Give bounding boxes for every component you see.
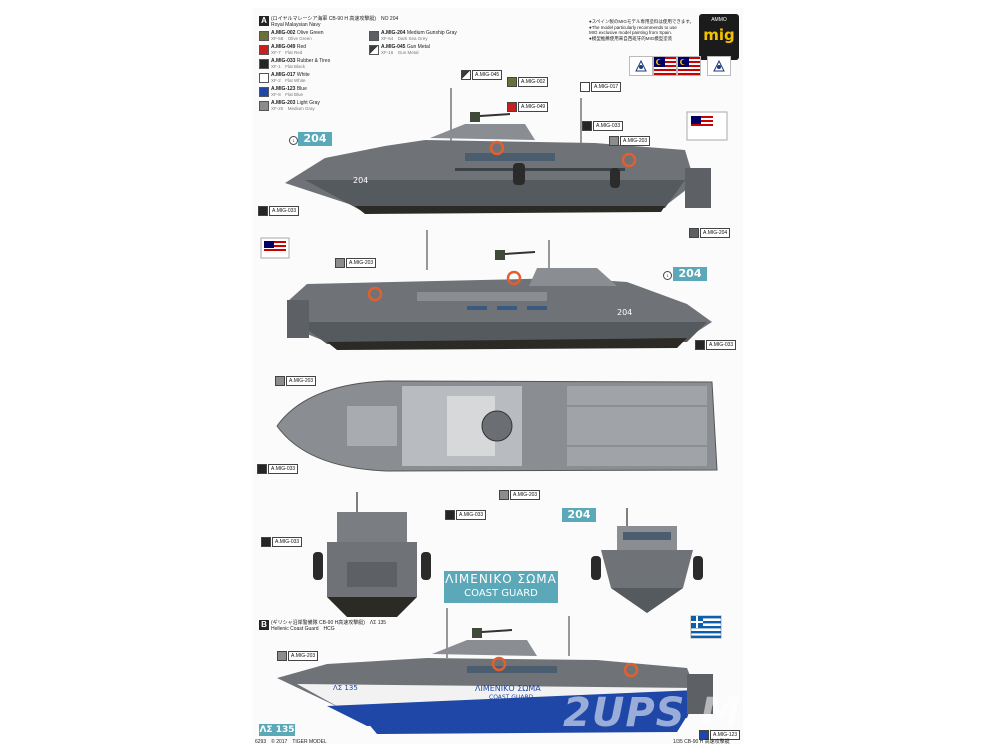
instruction-sheet: A (ロイヤルマレーシア海軍 CB-90 H 高速攻撃艇) NO 204 Roy… — [253, 8, 864, 745]
boat-b-port-side-view — [277, 608, 713, 734]
legend-item-gun-metal: A.MIG-045 Gun Metal XF-16 Gun Metal — [369, 44, 499, 58]
navy-ensign-icon — [629, 56, 653, 76]
footer-right: 1/35 CB-90 H 高速攻撃艇 — [673, 739, 730, 745]
legend-item-red: A.MIG-049 Red XF-7 Flat Red — [259, 44, 389, 58]
swatch-black — [259, 59, 269, 69]
section-b-badge: B — [259, 620, 269, 630]
boat-a-flag-icon — [686, 111, 728, 141]
boat-a-top-view — [276, 380, 718, 472]
section-b-subtitle: Hellenic Coast Guard HCG — [271, 626, 335, 632]
decal-number-2: 1 — [663, 271, 672, 280]
legend-item-gunship-gray: A.MIG-204 Medium Gunship Gray XF-54 Dark… — [369, 30, 499, 44]
legend-item-rubber-tires: A.MIG-033 Rubber & Tires XF-1 Flat Black — [259, 58, 389, 72]
legend-item-blue: A.MIG-123 Blue XF-8 Flat Blue — [259, 86, 389, 100]
swatch-light-gray — [259, 101, 269, 111]
malaysia-flag-icon-2 — [677, 56, 701, 76]
coast-guard-banner: ΛΙΜΕΝΙΚΟ ΣΩΜΑ COAST GUARD — [444, 571, 558, 603]
swatch-white — [259, 73, 269, 83]
boat-a-front-view — [591, 508, 703, 613]
decal-number-1: 1 — [289, 136, 298, 145]
hull-number-tag-2: 204 — [673, 267, 707, 281]
boat-a-port-side-view — [285, 88, 711, 214]
swatch-red — [259, 45, 269, 55]
swatch-olive-green — [259, 31, 269, 41]
watermark: 2UPS MODEL — [563, 690, 866, 736]
ammo-mig-logo: AMMO mig — [699, 14, 739, 60]
section-a-subtitle: Royal Malaysian Navy — [271, 22, 321, 28]
legend-item-light-gray: A.MIG-203 Light Gray XF-20 Medium Gray — [259, 100, 389, 114]
boat-a-starboard-flag-icon — [260, 237, 290, 259]
hull-number-1: 204 — [353, 176, 369, 185]
hull-number-2: 204 — [617, 308, 633, 317]
boat-a-starboard-side-view — [287, 230, 712, 350]
legend-item-white: A.MIG-017 White XF-2 Flat White — [259, 72, 389, 86]
hull-number-tag-3: 204 — [562, 508, 596, 522]
swatch-blue — [259, 87, 269, 97]
swatch-gun-metal — [369, 45, 379, 55]
malaysia-flag-icon — [653, 56, 677, 76]
section-a-title: (ロイヤルマレーシア海軍 CB-90 H 高速攻撃艇) NO 204 — [271, 16, 399, 22]
hull-coast-guard-text-2: COAST GUARD — [489, 694, 534, 701]
greece-flag-icon — [690, 615, 722, 639]
section-a-badge: A — [259, 16, 269, 26]
navy-ensign-icon-2 — [707, 56, 731, 76]
legend-item-olive-green: A.MIG-002 Olive Green XF-58 Olive Green — [259, 30, 389, 44]
swatch-gunship-gray — [369, 31, 379, 41]
footer-left: 6293 © 2017 TIGER MODEL — [255, 739, 327, 745]
section-b-title: (ギリシャ沿岸警備隊 CB-90 H高速攻撃艇) ΛΣ 135 — [271, 620, 387, 626]
hull-number-tag-1: 204 — [298, 132, 332, 146]
paint-recommendation-note: ●スペイン製のMIGモデル専用塗料は使用できます。 ●The model par… — [589, 19, 694, 41]
boat-a-rear-view — [313, 492, 431, 617]
hull-coast-guard-text: ΛΙΜΕΝΙΚΟ ΣΩΜΑ — [475, 684, 541, 693]
hull-number-b: ΛΣ 135 — [333, 684, 358, 692]
hull-number-tag-b: ΛΣ 135 — [259, 724, 295, 736]
